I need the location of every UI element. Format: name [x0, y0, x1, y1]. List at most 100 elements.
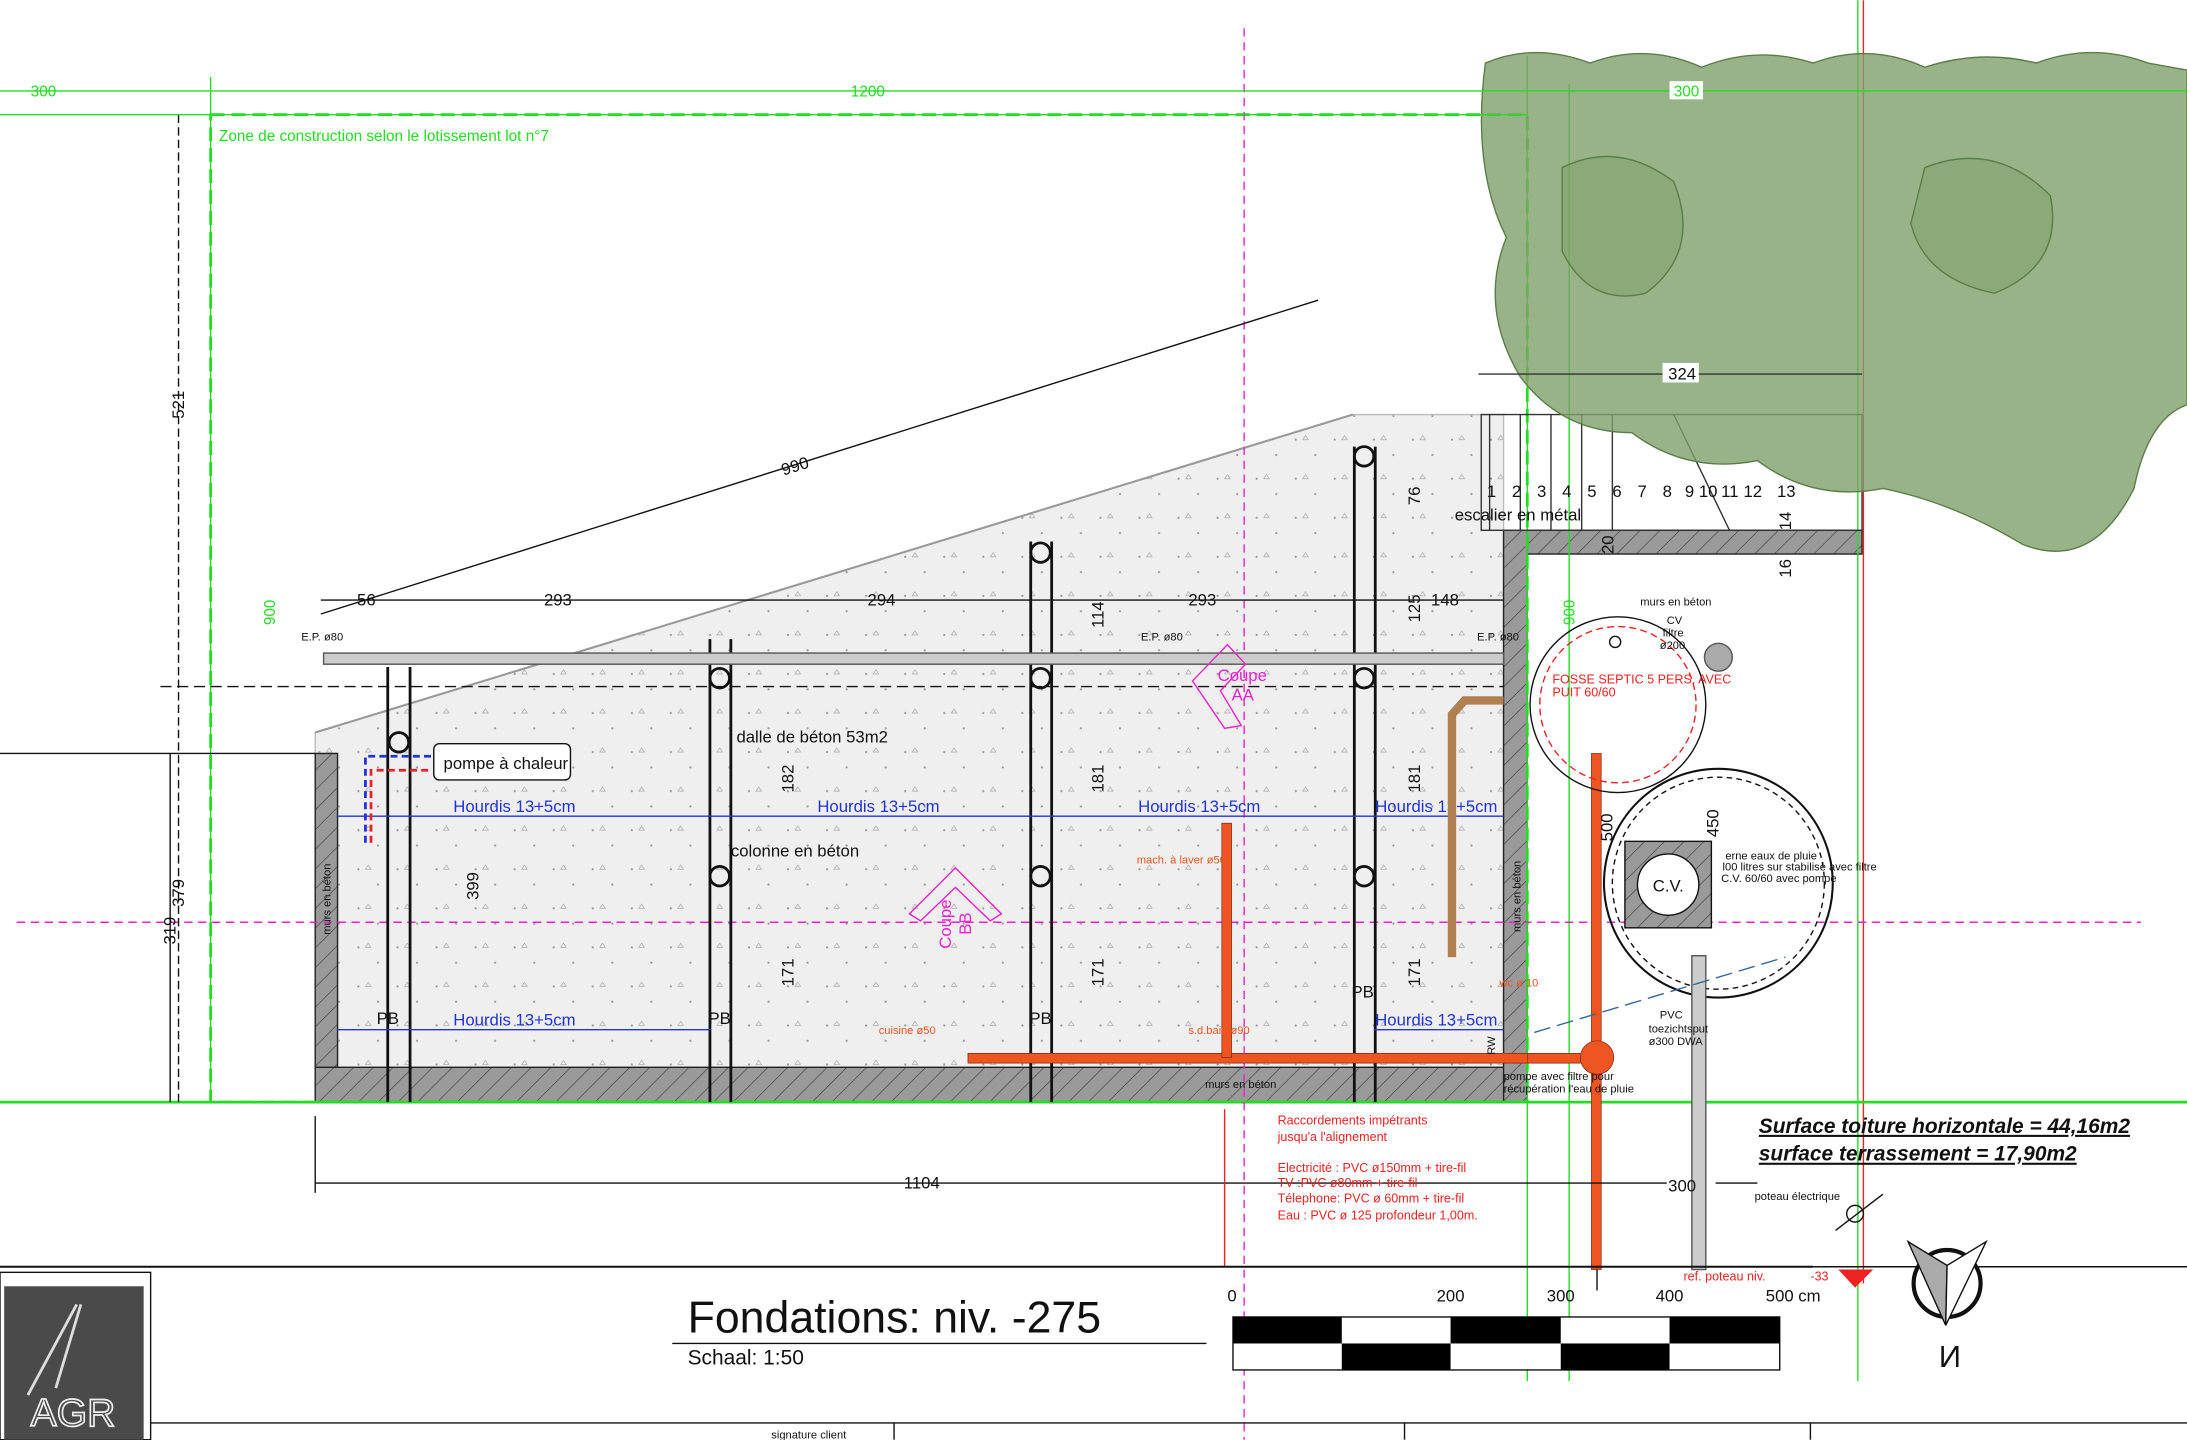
drawing-label: 114 [1088, 601, 1107, 628]
drawing-label: 2 [1512, 482, 1521, 501]
wall-stair [1526, 529, 1863, 555]
cv-label: C.V. [1653, 877, 1684, 896]
pole-reference: ref. poteau niv. [1683, 1270, 1765, 1284]
zone-label: Zone de construction selon le lotissemen… [219, 128, 549, 145]
north-arrow-icon: N [1906, 1239, 1988, 1374]
drawing-label: 182 [779, 765, 798, 793]
dim-900: 900 [262, 600, 279, 626]
drawing-label: 6 [1612, 482, 1621, 501]
wall-bottom [314, 1066, 1528, 1103]
drawing-label: ø300 DWA [1649, 1036, 1704, 1048]
ep-label: E.P. ø80 [1477, 631, 1519, 643]
column-label: colonne en béton [731, 842, 859, 861]
section-bb-label: Coupe [936, 899, 955, 948]
drainage-pipes [967, 753, 1615, 1270]
pb-label: PB [377, 1009, 399, 1028]
utilities-note: Eau : PVC ø 125 profondeur 1,00m. [1278, 1208, 1478, 1222]
drawing-label: 171 [1405, 958, 1424, 986]
drawing-label: erne eaux de pluie [1725, 850, 1817, 862]
drain-label: wc ø 10 [1498, 977, 1538, 989]
ep-label: E.P. ø80 [1141, 631, 1183, 643]
rain-tank [1602, 767, 1834, 999]
dim-319: 319 [161, 917, 180, 945]
hourdis-label: Hourdis 13+5cm [453, 797, 575, 816]
dim-293: 293 [1188, 591, 1216, 610]
drawing-label: 16 [1776, 559, 1795, 578]
drawing-label: 1 [1487, 482, 1496, 501]
earthwork-surface: surface terrassement = 17,90m2 [1759, 1143, 2077, 1166]
slab-label: dalle de béton 53m2 [736, 727, 888, 746]
drawing-scale: Schaal: 1:50 [688, 1346, 804, 1369]
drawing-label: 14 [1776, 512, 1795, 531]
drawing-label: 500 cm [1766, 1287, 1821, 1306]
hourdis-label: Hourdis 13+5cm [817, 797, 939, 816]
wall-right [1502, 529, 1528, 1103]
drawing-label: 8 [1663, 482, 1672, 501]
wall-label: murs en béton [322, 864, 334, 935]
hourdis-label: Hourdis 13+5cm [1375, 797, 1497, 816]
drawing-label: 450 [1703, 809, 1722, 837]
dim-324: 324 [1668, 365, 1696, 384]
top-dimension-line: 300 1200 300 [0, 81, 2187, 116]
drawing-label: 9 [1685, 482, 1694, 501]
dim-399: 399 [463, 872, 482, 900]
dim-148: 148 [1431, 591, 1459, 610]
utilities-note: jusqu'a l'alignement [1277, 1130, 1388, 1144]
heat-pump-label: pompe à chaleur [444, 754, 569, 773]
dim-1104: 1104 [904, 1174, 940, 1193]
dim-900-right: 900 [1562, 600, 1579, 626]
drain-label: s.d.bain ø90 [1188, 1025, 1249, 1037]
wall-label: murs en béton [1511, 861, 1523, 932]
dim-521: 521 [169, 391, 188, 419]
drawing-label: 171 [1088, 958, 1107, 986]
section-bb-label: BB [956, 912, 975, 934]
drawing-label: 300 [1547, 1287, 1575, 1306]
drain-label: mach. à laver ø50 [1137, 855, 1226, 867]
hourdis-label: Hourdis 13+5cm [1375, 1010, 1497, 1029]
dim-990: 990 [779, 453, 811, 480]
pole-level: -33 [1810, 1270, 1828, 1284]
utilities-note: Raccordements impétrants [1278, 1113, 1428, 1127]
drawing-label: 400 [1656, 1287, 1684, 1306]
section-aa-label: Coupe [1218, 666, 1267, 685]
section-aa-label: AA [1232, 685, 1255, 704]
drawing-label: CV [1667, 615, 1683, 627]
dim-1200: 1200 [851, 84, 885, 101]
drawing-label: 7 [1637, 482, 1646, 501]
drawing-label: 0 [1227, 1287, 1236, 1306]
dim-300-right: 300 [1674, 84, 1700, 101]
drawing-label: 500 [1597, 813, 1616, 841]
scale-bar: 0 200 300 400 500 cm [1227, 1287, 1821, 1371]
dim-293: 293 [544, 591, 572, 610]
tree-canopy [1480, 51, 2187, 552]
column-dimensions: 114 125 76 182 181 181 171 171 171 20 14… [779, 487, 1795, 987]
drawing-label: ø200 [1660, 640, 1685, 652]
wall-label: murs en béton [1205, 1079, 1276, 1091]
utilities-note: Télephone: PVC ø 60mm + tire-fil [1278, 1192, 1465, 1206]
drawing-label: 11 [1721, 482, 1738, 501]
staircase-label: escalier en métal [1455, 506, 1581, 525]
drawing-label: 76 [1405, 487, 1424, 506]
pb-label: PB [1352, 983, 1374, 1002]
drawing-label: C.V. 60/60 avec pompe [1721, 873, 1836, 885]
septic-label: PUIT 60/60 [1552, 685, 1615, 699]
drawing-label: 20 [1599, 535, 1618, 554]
concrete-slab [314, 413, 1505, 1068]
dim-300-bottom: 300 [1668, 1176, 1696, 1195]
drawing-label: N [1939, 1339, 1961, 1374]
drawing-label: filtre [1663, 627, 1684, 639]
drawing-label: 10 [1699, 482, 1718, 501]
drain-label: cuisine ø50 [879, 1025, 936, 1037]
drawing-label: 13 [1777, 482, 1796, 501]
signature-label: signature client [771, 1429, 847, 1440]
pole-label: poteau électrique [1755, 1191, 1840, 1203]
dim-294: 294 [868, 591, 896, 610]
drawing-label: PVC [1660, 1009, 1683, 1021]
hourdis-label: Hourdis 13+5cm [453, 1010, 575, 1029]
pb-label: PB [1029, 1009, 1051, 1028]
utilities-note: Electricité : PVC ø150mm + tire-fil [1278, 1161, 1467, 1175]
drawing-label: l00 litres sur stabilisé avec filtre [1723, 862, 1877, 874]
drawing-label: 181 [1088, 765, 1107, 793]
